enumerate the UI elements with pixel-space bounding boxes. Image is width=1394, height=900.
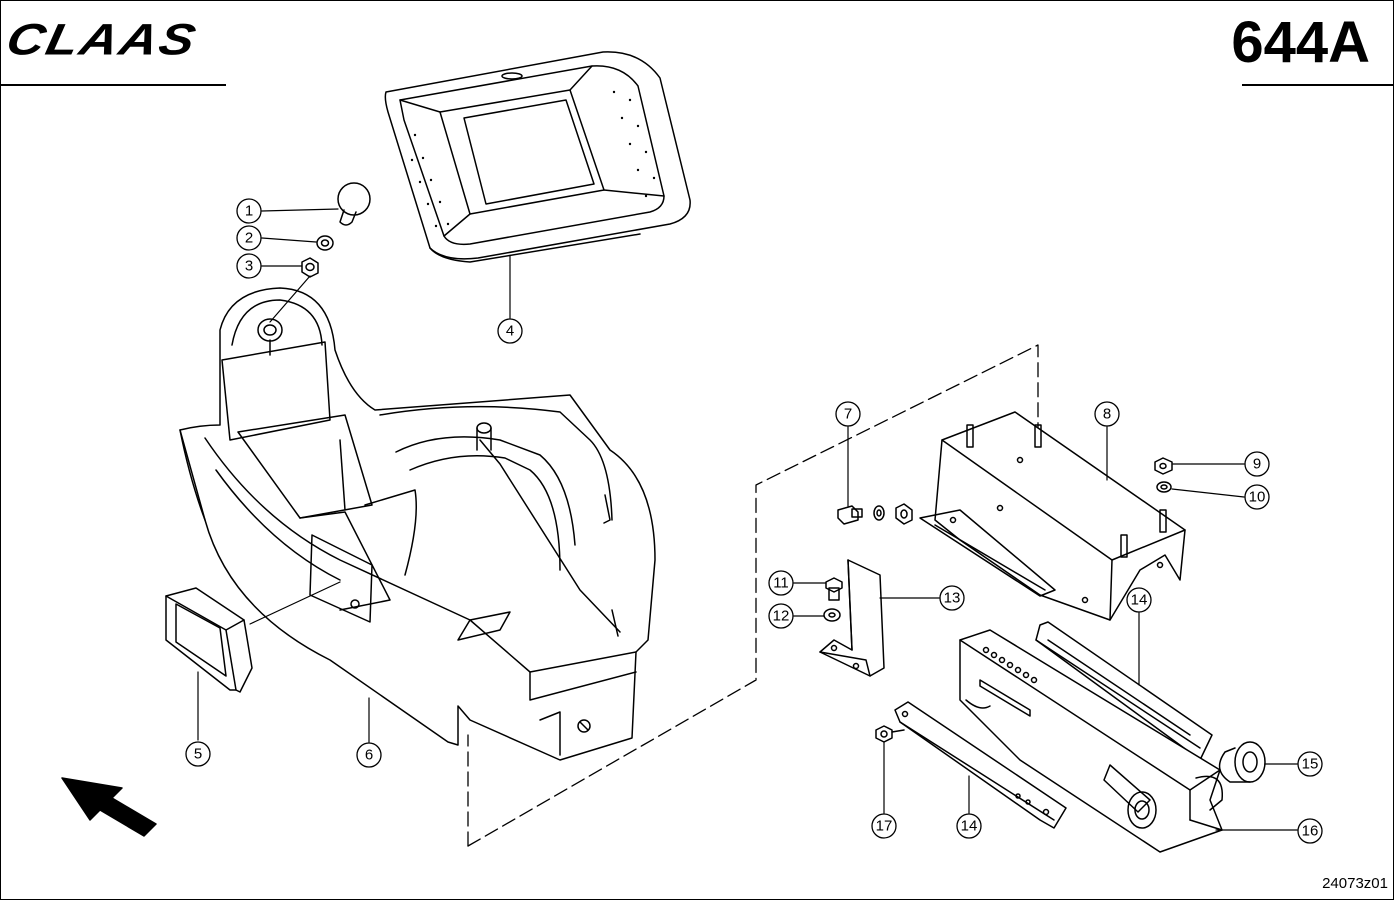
svg-text:6: 6 (365, 747, 373, 764)
callout-13: 13 (939, 585, 965, 611)
page-number: 644A (1231, 10, 1370, 75)
callouts: 1 2 3 4 5 6 7 8 (185, 198, 1323, 844)
svg-text:14: 14 (961, 818, 978, 835)
callout-1: 1 (236, 198, 262, 224)
part-washer (316, 235, 334, 251)
callout-14-lower: 14 (956, 813, 982, 839)
svg-text:10: 10 (1249, 489, 1266, 506)
svg-text:2: 2 (245, 230, 253, 247)
part-knob (337, 182, 371, 226)
part-mounting-bracket (919, 411, 1186, 621)
part-screw (875, 725, 905, 743)
part-console-housing (179, 287, 656, 761)
svg-text:12: 12 (773, 608, 790, 625)
part-sleeve (1218, 741, 1266, 783)
subassembly-boundary (467, 344, 1039, 847)
part-small-bolt (825, 577, 843, 601)
drawing-reference: 24073z01 (1322, 875, 1388, 892)
direction-arrow (61, 777, 157, 837)
callout-16: 16 (1297, 818, 1323, 844)
part-hex-nut (1154, 457, 1173, 475)
svg-text:17: 17 (876, 818, 893, 835)
callout-4: 4 (497, 318, 523, 344)
callout-3: 3 (236, 253, 262, 279)
callout-8: 8 (1094, 401, 1120, 427)
callout-5: 5 (185, 741, 211, 767)
svg-text:8: 8 (1103, 406, 1111, 423)
svg-text:3: 3 (245, 258, 253, 275)
part-nut (301, 257, 319, 278)
svg-text:5: 5 (194, 746, 202, 763)
stud-bolts (966, 424, 1167, 558)
svg-text:13: 13 (944, 590, 961, 607)
part-rail-lower (894, 701, 1067, 829)
callout-2: 2 (236, 225, 262, 251)
part-angle-bracket (819, 559, 885, 677)
svg-text:4: 4 (506, 323, 514, 340)
callout-7: 7 (835, 401, 861, 427)
callout-15: 15 (1297, 751, 1323, 777)
part-bolt (837, 503, 913, 525)
svg-text:11: 11 (773, 575, 789, 592)
svg-text:7: 7 (844, 406, 852, 423)
callout-11: 11 (768, 570, 794, 596)
part-flat-washer (823, 608, 841, 622)
slot-row (982, 646, 1038, 684)
page-number-underline (1242, 84, 1394, 86)
svg-text:9: 9 (1253, 456, 1261, 473)
part-cover-cap (165, 587, 253, 693)
callout-12: 12 (768, 603, 794, 629)
callout-9: 9 (1244, 451, 1270, 477)
svg-text:15: 15 (1302, 756, 1319, 773)
svg-text:14: 14 (1131, 592, 1148, 609)
callout-10: 10 (1244, 484, 1270, 510)
part-rail-channel-upper (1035, 621, 1213, 761)
logo-underline (0, 84, 226, 86)
callout-6: 6 (356, 742, 382, 768)
callout-17: 17 (871, 813, 897, 839)
svg-text:16: 16 (1302, 823, 1319, 840)
svg-text:1: 1 (245, 203, 253, 220)
leader-lines (197, 208, 1298, 831)
part-slide-housing (959, 629, 1223, 853)
callout-14-upper: 14 (1126, 587, 1152, 613)
part-display-monitor (384, 51, 691, 263)
part-spring-washer (1156, 481, 1172, 493)
